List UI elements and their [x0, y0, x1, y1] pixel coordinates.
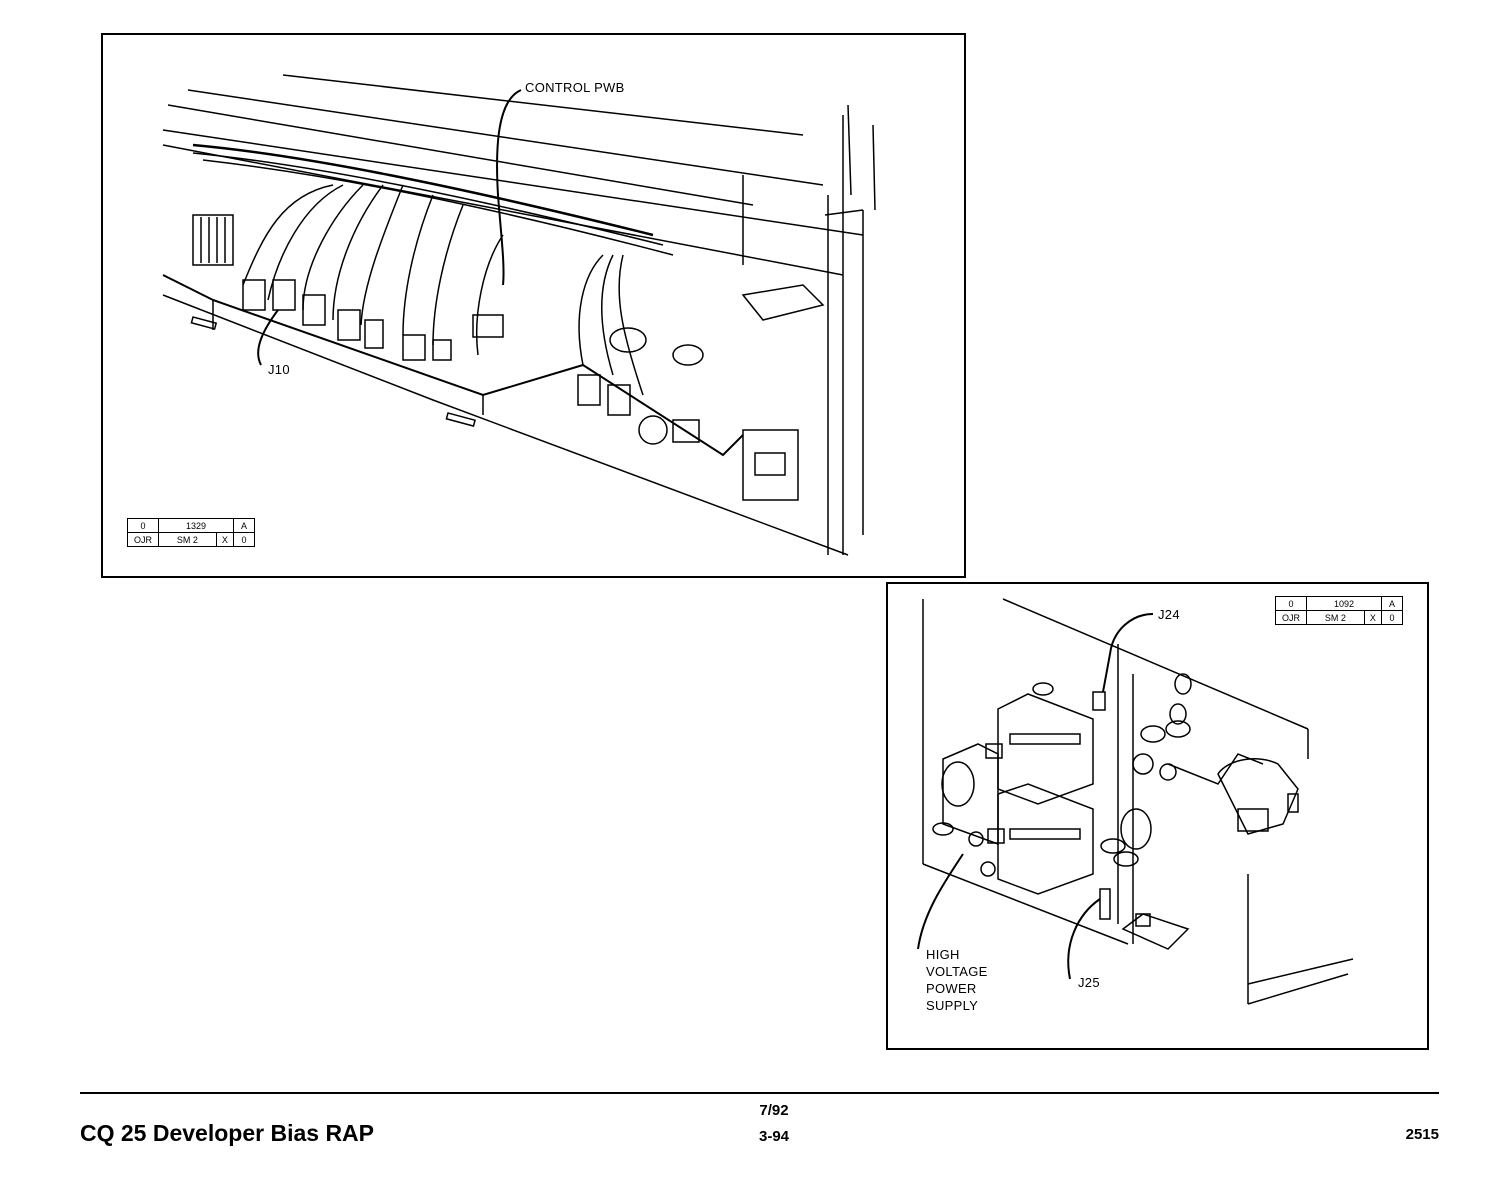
- callout-j24: J24: [1158, 606, 1180, 623]
- ref-cell: A: [1382, 597, 1403, 611]
- ref-cell: X: [216, 533, 233, 547]
- ref-cell: 1329: [159, 519, 234, 533]
- callout-high-voltage-power-supply: HIGH VOLTAGE POWER SUPPLY: [926, 946, 988, 1014]
- ref-cell: 0: [1382, 611, 1403, 625]
- footer-center-block: 7/92 3-94: [740, 1098, 808, 1150]
- ref-cell: A: [234, 519, 255, 533]
- control-pwb-drawing: [103, 35, 964, 576]
- callout-j10: J10: [268, 361, 290, 378]
- ref-cell: OJR: [1276, 611, 1307, 625]
- ref-cell: OJR: [128, 533, 159, 547]
- ref-cell: SM 2: [159, 533, 217, 547]
- hvps-illustration: J24 J25 HIGH VOLTAGE POWER SUPPLY 0 1092…: [886, 582, 1429, 1050]
- ref-cell: SM 2: [1307, 611, 1365, 625]
- ref-cell: 0: [234, 533, 255, 547]
- callout-j25: J25: [1078, 974, 1100, 991]
- control-pwb-illustration: CONTROL PWB J10 0 1329 A OJR SM 2 X 0: [101, 33, 966, 578]
- ref-cell: 0: [1276, 597, 1307, 611]
- page-number: 3-94: [740, 1124, 808, 1150]
- callout-line: VOLTAGE: [926, 963, 988, 980]
- figure-reference-table: 0 1092 A OJR SM 2 X 0: [1275, 596, 1403, 625]
- revision-date: 7/92: [740, 1098, 808, 1124]
- callout-line: POWER: [926, 980, 988, 997]
- ref-cell: X: [1364, 611, 1381, 625]
- footer-divider: [80, 1092, 1439, 1094]
- ref-cell: 0: [128, 519, 159, 533]
- callout-control-pwb: CONTROL PWB: [525, 79, 625, 96]
- page-title: CQ 25 Developer Bias RAP: [80, 1120, 374, 1147]
- figure-reference-table: 0 1329 A OJR SM 2 X 0: [127, 518, 255, 547]
- callout-line: HIGH: [926, 946, 988, 963]
- document-code: 2515: [1406, 1126, 1439, 1143]
- ref-cell: 1092: [1307, 597, 1382, 611]
- callout-line: SUPPLY: [926, 997, 988, 1014]
